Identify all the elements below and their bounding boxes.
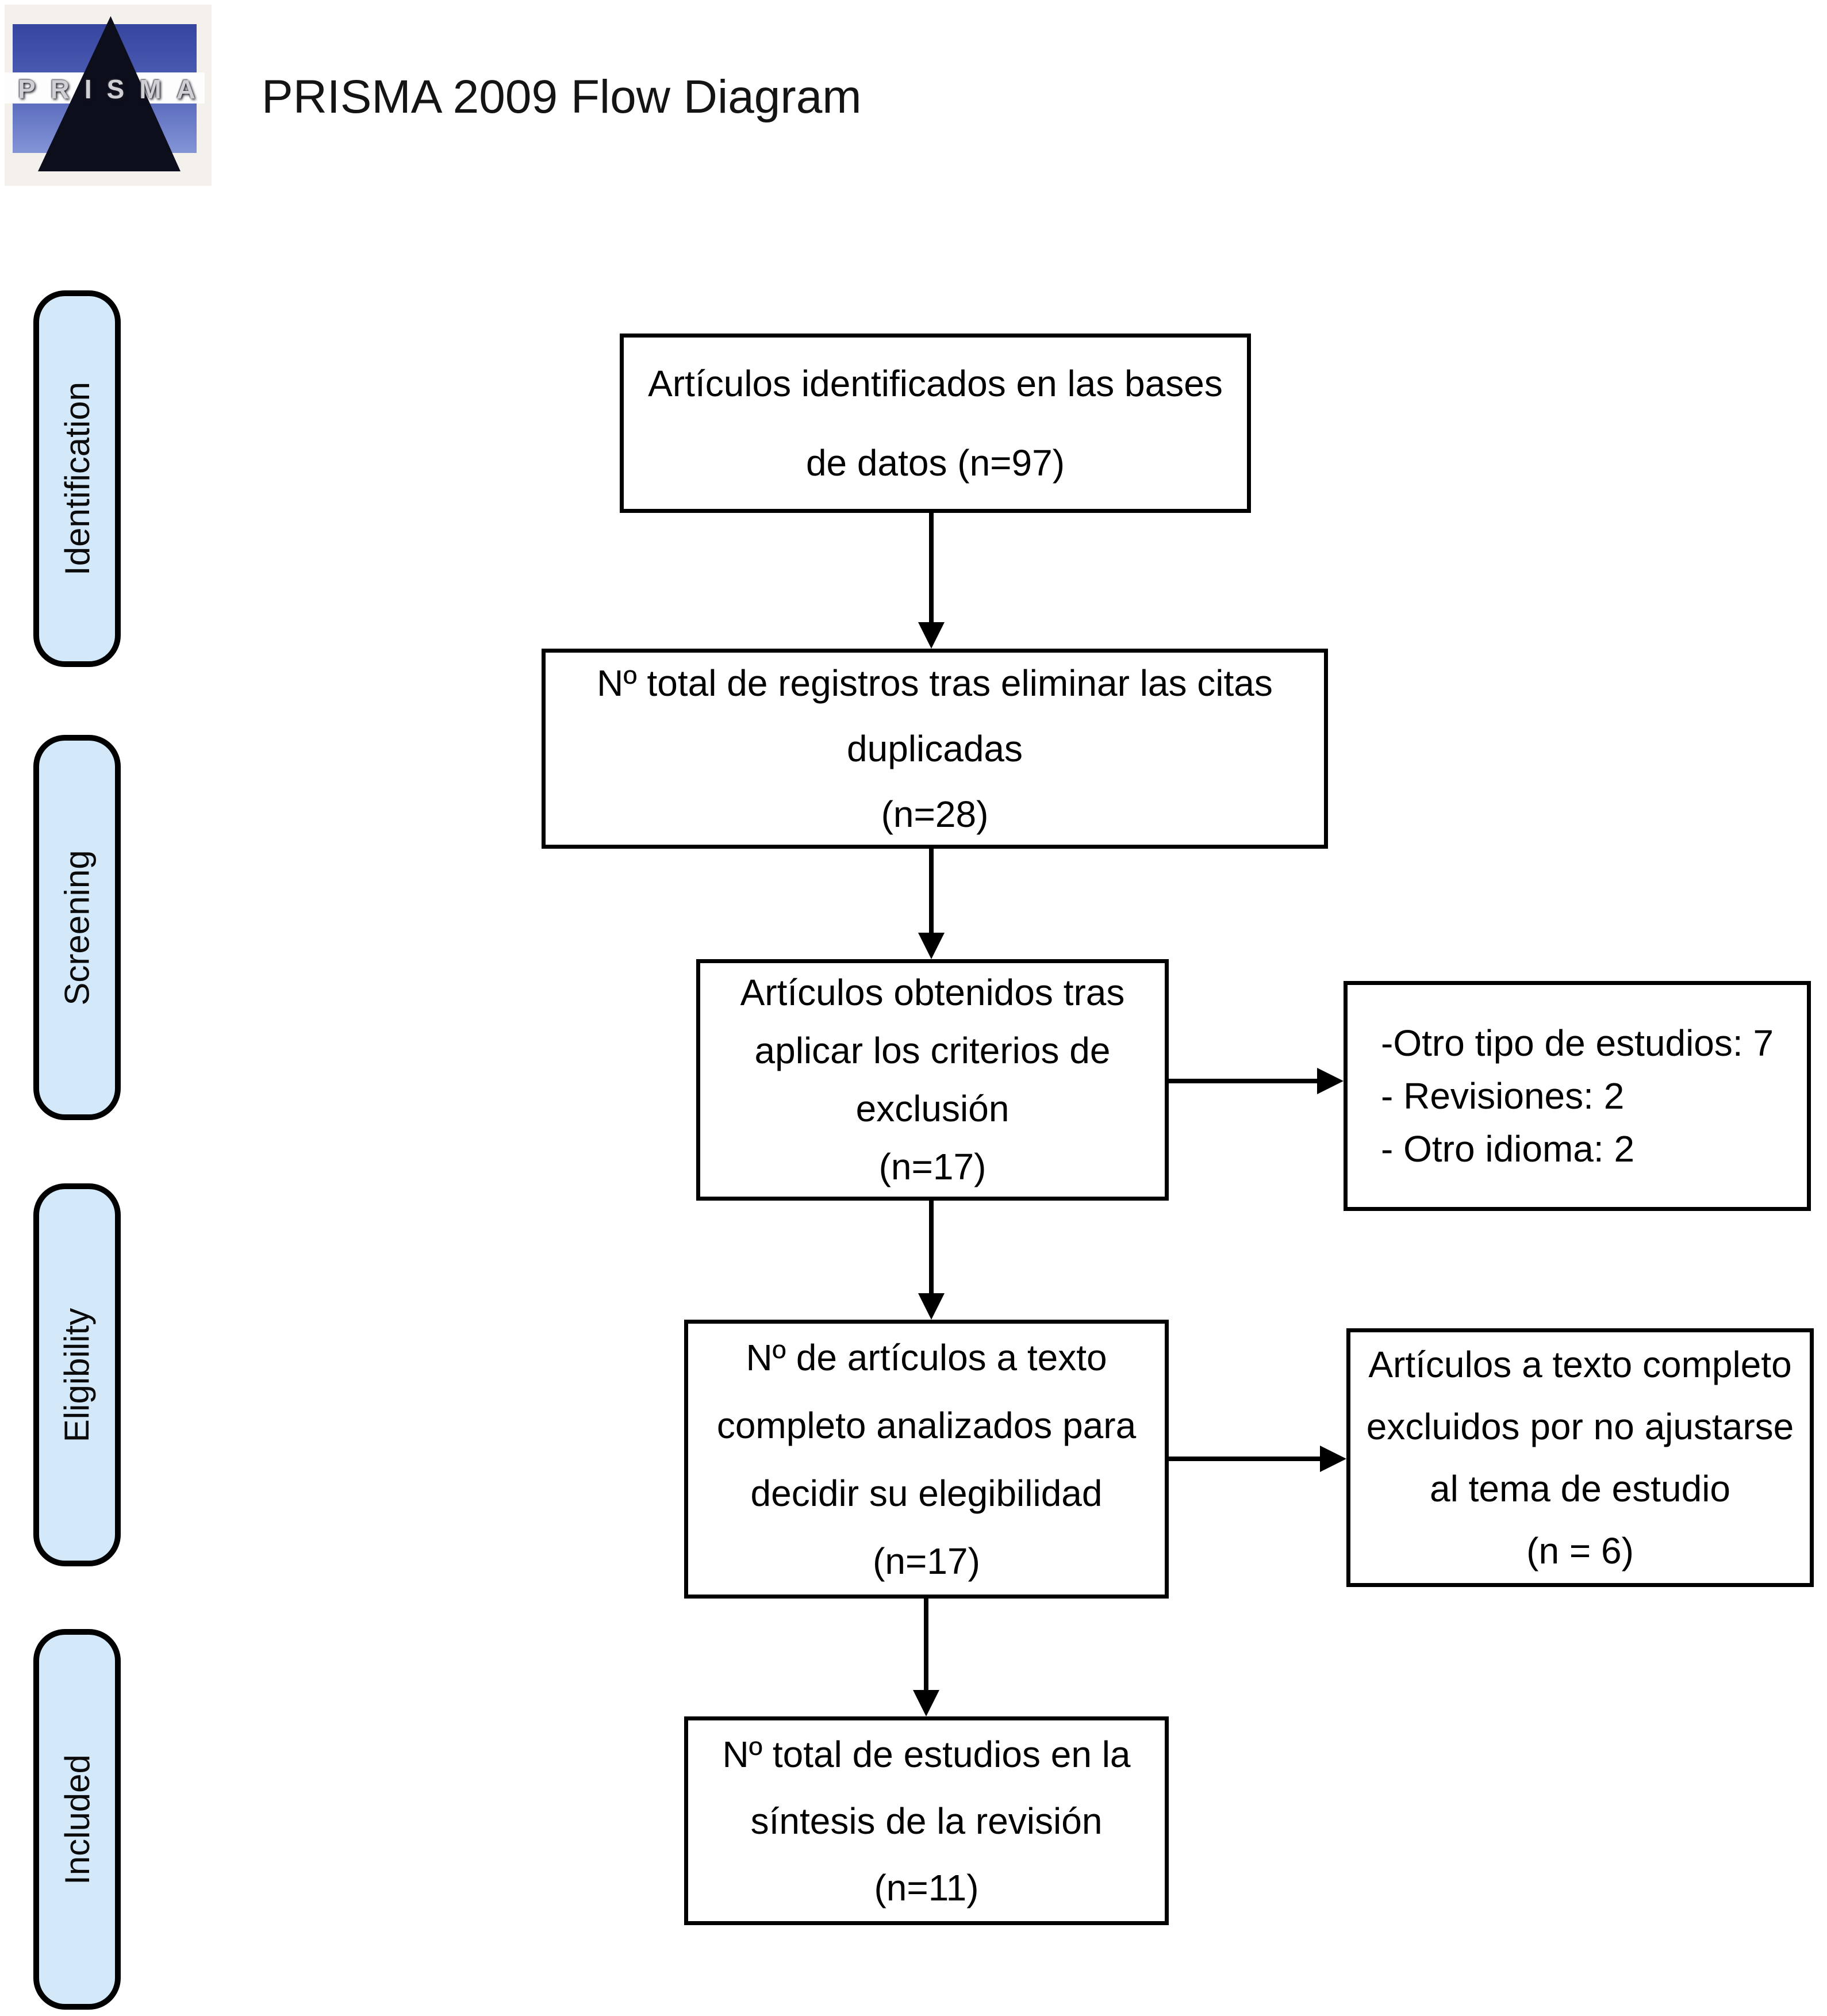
stage-label-eligibility: Eligibility (33, 1183, 121, 1566)
flow-box-line: síntesis de la revisión (750, 1800, 1103, 1842)
arrow-head (918, 622, 945, 649)
stage-label-text: Screening (57, 849, 97, 1006)
page-title: PRISMA 2009 Flow Diagram (262, 71, 862, 123)
arrow-stem (924, 1599, 928, 1693)
arrow-stem (929, 1201, 934, 1297)
flow-box-deduplicated: Nº total de registros tras eliminar las … (542, 649, 1328, 849)
side-box-line: Artículos a texto completo (1368, 1344, 1792, 1385)
stage-label-included: Included (33, 1629, 121, 2010)
arrow-down-icon (918, 849, 945, 959)
side-box-line: al tema de estudio (1430, 1468, 1730, 1509)
arrow-stem (929, 513, 934, 626)
arrow-head (1320, 1446, 1346, 1472)
arrow-down-icon (913, 1599, 939, 1716)
arrow-head (1317, 1068, 1344, 1094)
flow-box-line: exclusión (855, 1088, 1010, 1129)
flow-box-line: (n=28) (881, 794, 989, 835)
flow-box-line: Nº de artículos a texto (746, 1336, 1107, 1378)
flow-box-identified: Artículos identificados en las bases de … (620, 334, 1251, 513)
prisma-logo: PRISMA (5, 5, 212, 186)
side-box-exclusion-reasons: -Otro tipo de estudios: 7 - Revisiones: … (1344, 981, 1811, 1211)
side-box-fulltext-excluded: Artículos a texto completo excluidos por… (1346, 1328, 1814, 1587)
flow-box-screened: Artículos obtenidos tras aplicar los cri… (696, 959, 1169, 1201)
side-box-line: -Otro tipo de estudios: 7 (1381, 1022, 1774, 1064)
side-box-line: - Otro idioma: 2 (1381, 1128, 1635, 1170)
flow-box-line: Artículos obtenidos tras (740, 972, 1125, 1013)
arrow-head (918, 933, 945, 959)
stage-label-identification: Identification (33, 290, 121, 667)
side-box-line: excluidos por no ajustarse (1366, 1406, 1794, 1447)
stage-label-text: Included (57, 1754, 97, 1885)
arrow-head (918, 1293, 945, 1320)
flow-box-line: completo analizados para (716, 1404, 1137, 1446)
flow-box-line: decidir su elegibilidad (750, 1472, 1103, 1514)
flow-box-line: de datos (n=97) (805, 442, 1065, 484)
flow-box-included-studies: Nº total de estudios en la síntesis de l… (684, 1716, 1169, 1925)
side-box-line: (n = 6) (1526, 1530, 1634, 1572)
flow-box-line: (n=17) (878, 1146, 987, 1187)
flow-box-line: duplicadas (847, 728, 1023, 769)
arrow-head (913, 1690, 939, 1716)
flow-box-line: Nº total de estudios en la (722, 1733, 1131, 1775)
stage-label-text: Eligibility (57, 1308, 97, 1442)
flow-box-fulltext-assessed: Nº de artículos a texto completo analiza… (684, 1320, 1169, 1599)
arrow-right-icon (1169, 1068, 1344, 1094)
flow-box-line: (n=11) (874, 1866, 979, 1908)
arrow-stem (1169, 1457, 1323, 1461)
arrow-right-icon (1169, 1446, 1346, 1472)
arrow-down-icon (918, 513, 945, 649)
flow-box-line: Artículos identificados en las bases (648, 363, 1223, 404)
flow-box-line: aplicar los criterios de (754, 1030, 1111, 1071)
arrow-stem (929, 849, 934, 936)
logo-wordmark: PRISMA (18, 74, 210, 104)
flow-box-line: Nº total de registros tras eliminar las … (597, 662, 1273, 704)
stage-label-text: Identification (57, 382, 97, 576)
flow-box-line: (n=17) (873, 1540, 980, 1582)
arrow-stem (1169, 1079, 1321, 1083)
arrow-down-icon (918, 1201, 945, 1320)
stage-label-screening: Screening (33, 735, 121, 1120)
side-box-line: - Revisiones: 2 (1381, 1075, 1625, 1117)
